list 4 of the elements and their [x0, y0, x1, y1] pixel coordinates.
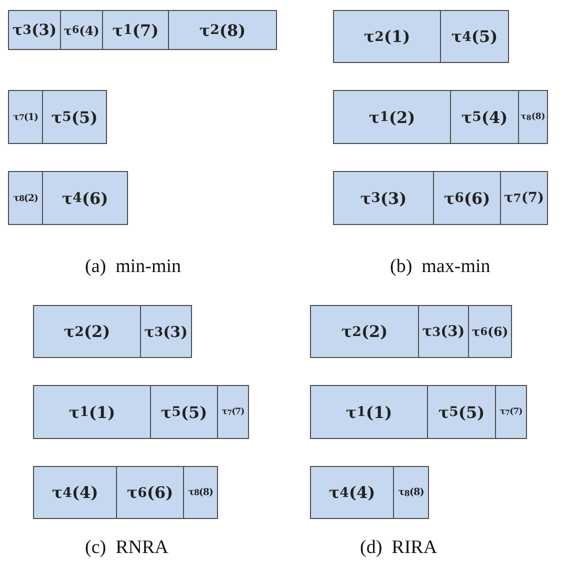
subfigure-caption: (a) min-min — [85, 256, 182, 278]
subfigure-caption: (c) RNRA — [85, 537, 168, 559]
subfigure-caption: (d) RIRA — [360, 537, 438, 559]
subfigure-caption: (b) max-min — [390, 256, 490, 278]
